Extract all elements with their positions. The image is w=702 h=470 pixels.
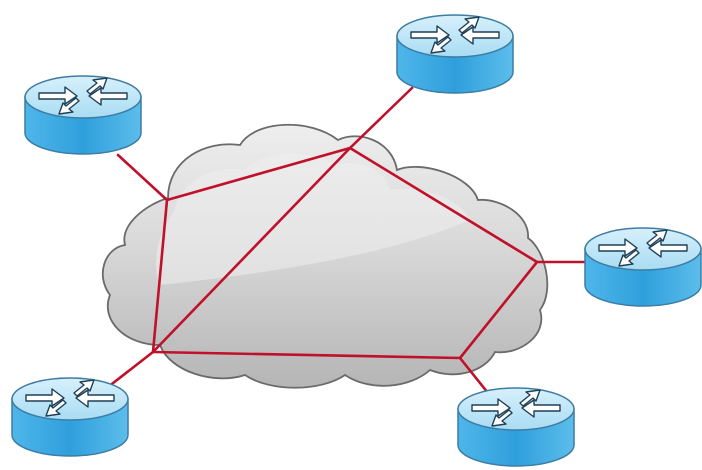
mesh-link (165, 146, 352, 202)
link-top-center (348, 86, 414, 150)
router-icon (11, 377, 129, 457)
router-top-left[interactable] (24, 75, 142, 155)
mesh-link (151, 146, 352, 354)
router-icon (584, 227, 702, 307)
router-top-center[interactable] (396, 14, 514, 94)
router-icon (457, 387, 575, 467)
router-bottom-right[interactable] (457, 387, 575, 467)
network-links (106, 86, 587, 400)
mesh-link (458, 260, 539, 360)
mesh-link (151, 350, 462, 360)
network-cloud-icon (101, 123, 549, 389)
link-top-left (116, 153, 169, 202)
mesh-link (151, 198, 169, 354)
link-bottom-left (106, 350, 155, 389)
router-right[interactable] (584, 227, 702, 307)
mesh-link (348, 146, 539, 264)
router-icon (24, 75, 142, 155)
router-bottom-left[interactable] (11, 377, 129, 457)
router-icon (396, 14, 514, 94)
